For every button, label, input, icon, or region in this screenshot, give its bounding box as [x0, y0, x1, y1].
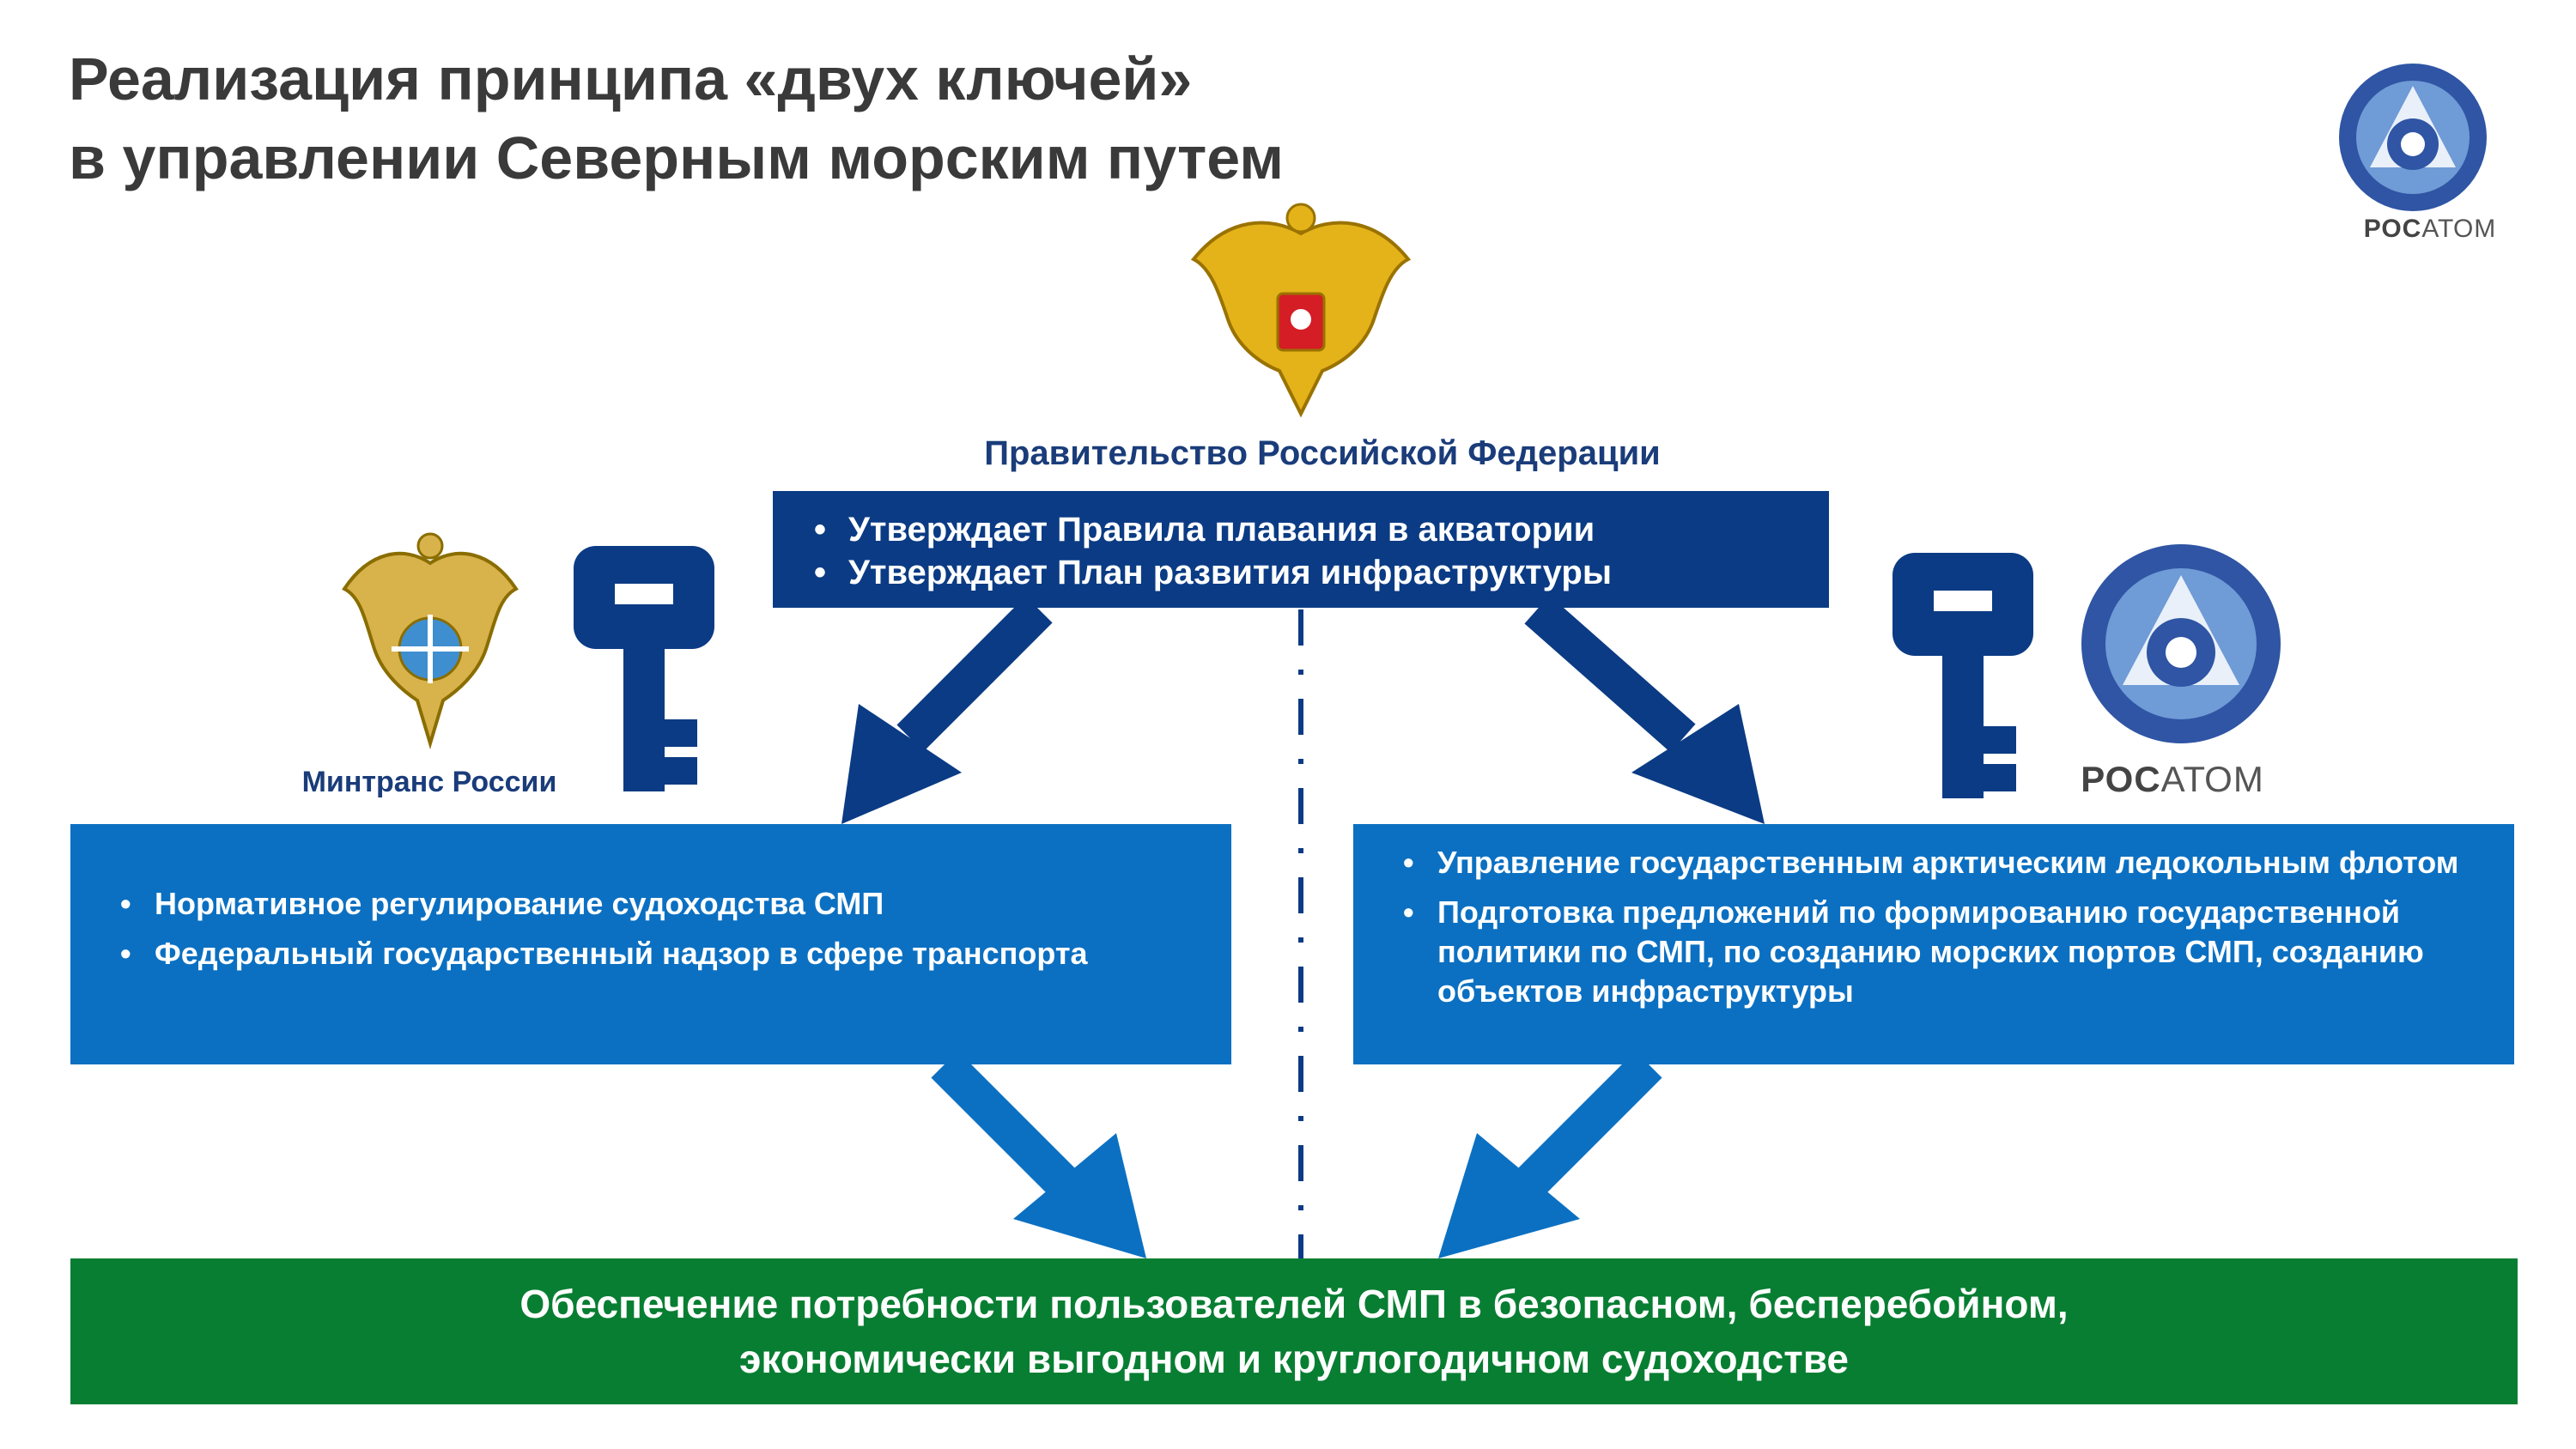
arrow-mintrans-to-outcome	[931, 1051, 1146, 1258]
mintrans-label: Минтранс России	[301, 766, 557, 798]
rosatom-logo-icon	[2339, 64, 2487, 211]
rosatom-logo-text-top: РОСАТОМ	[2363, 215, 2497, 243]
mintrans-emblem-icon	[342, 532, 519, 749]
rosatom-logo-icon	[2081, 544, 2281, 743]
mintrans-list: Нормативное регулирование судоходства СМ…	[105, 884, 1206, 973]
title-line-1: Реализация принципа «двух ключей»	[69, 45, 1193, 112]
mintrans-item-oversight: Федеральный государственный надзор в сфе…	[105, 934, 1206, 973]
government-item-plan: Утверждает План развития инфраструктуры	[799, 551, 1803, 594]
outcome-box: Обеспечение потребности пользователей СМ…	[70, 1258, 2518, 1404]
rosatom-list: Управление государственным арктическим л…	[1388, 843, 2488, 1011]
government-label: Правительство Российской Федерации	[984, 434, 1661, 472]
government-box: Утверждает Правила плавания в акватории …	[773, 491, 1829, 608]
mintrans-box: Нормативное регулирование судоходства СМ…	[70, 824, 1231, 1064]
outcome-line-1: Обеспечение потребности пользователей СМ…	[519, 1282, 2069, 1326]
rosatom-item-icebreakers: Управление государственным арктическим л…	[1388, 843, 2488, 882]
rosatom-logo-text: РОСАТОМ	[2081, 759, 2264, 799]
russian-coat-of-arms-icon	[1190, 203, 1412, 418]
key-icon	[1893, 553, 2033, 798]
arrow-rosatom-to-outcome	[1438, 1051, 1662, 1258]
arrow-gov-to-mintrans	[841, 596, 1053, 824]
mintrans-item-regulation: Нормативное регулирование судоходства СМ…	[105, 884, 1206, 924]
rosatom-box: Управление государственным арктическим л…	[1353, 824, 2514, 1064]
key-icon	[574, 546, 714, 791]
page-title: Реализация принципа «двух ключей» в упра…	[69, 39, 1284, 197]
outcome-line-2: экономически выгодном и круглогодичном с…	[739, 1337, 1849, 1381]
government-list: Утверждает Правила плавания в акватории …	[799, 508, 1803, 594]
government-item-rules: Утверждает Правила плавания в акватории	[799, 508, 1803, 551]
rosatom-item-policy: Подготовка предложений по формированию г…	[1388, 893, 2488, 1011]
title-line-2: в управлении Северным морским путем	[69, 124, 1285, 191]
arrow-gov-to-rosatom	[1524, 595, 1765, 824]
